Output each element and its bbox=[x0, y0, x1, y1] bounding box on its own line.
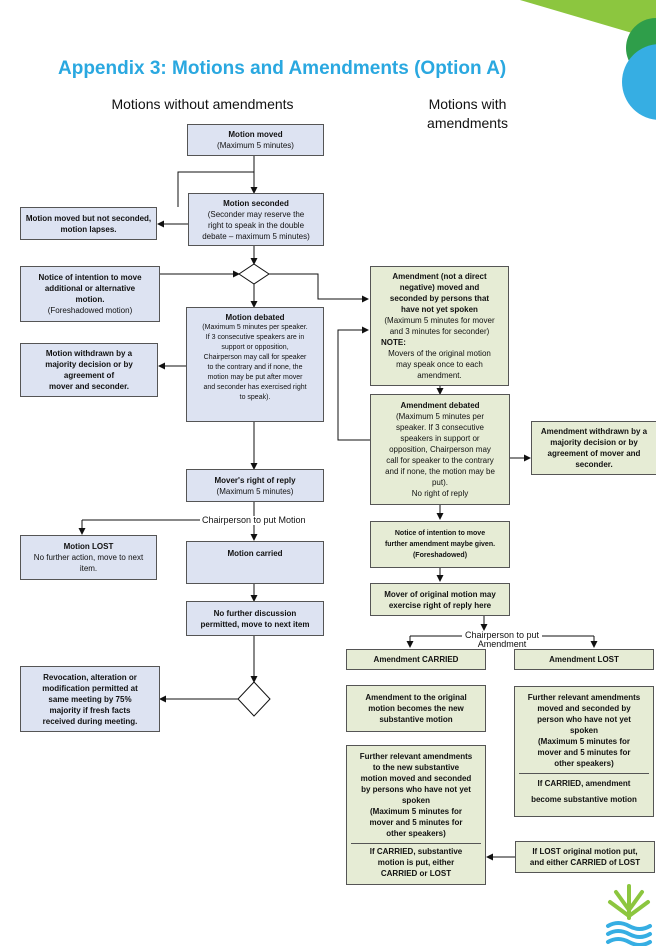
becomes-substantive-box: Amendment to the original motion becomes… bbox=[346, 685, 486, 732]
no-further-discussion-box: No further discussion permitted, move to… bbox=[186, 601, 324, 636]
leaf-wave-logo-icon bbox=[606, 884, 652, 946]
motion-withdrawn-box: Motion withdrawn by a majority decision … bbox=[20, 343, 158, 397]
revocation-box: Revocation, alteration or modification p… bbox=[20, 666, 160, 732]
motion-moved-box: Motion moved (Maximum 5 minutes) bbox=[187, 124, 324, 156]
page-title: Appendix 3: Motions and Amendments (Opti… bbox=[58, 58, 507, 79]
notice-further-amendment-box: Notice of intention to move further amen… bbox=[370, 521, 510, 568]
divider bbox=[351, 843, 481, 844]
motion-lapses-box: Motion moved but not seconded, motion la… bbox=[20, 207, 157, 240]
mover-right-of-reply-box: Mover of original motion may exercise ri… bbox=[370, 583, 510, 616]
foreshadowed-motion-box: Notice of intention to move additional o… bbox=[20, 266, 160, 322]
if-lost-original-box: If LOST original motion put, and either … bbox=[515, 841, 655, 873]
heading-motions-without-amendments: Motions without amendments bbox=[111, 96, 294, 112]
motion-carried-box: Motion carried bbox=[186, 541, 324, 584]
further-amendments-carried-box: Further relevant amendments to the new s… bbox=[346, 745, 486, 885]
amendment-moved-box: Amendment (not a direct negative) moved … bbox=[370, 266, 509, 386]
motion-debated-box: Motion debated (Maximum 5 minutes per sp… bbox=[186, 307, 324, 422]
motion-seconded-box: Motion seconded (Seconder may reserve th… bbox=[188, 193, 324, 246]
chairperson-put-amendment-label: Chairperson to put Amendment bbox=[462, 631, 542, 649]
right-of-reply-box: Mover's right of reply (Maximum 5 minute… bbox=[186, 469, 324, 502]
further-amendments-lost-box: Further relevant amendments moved and se… bbox=[514, 686, 654, 817]
amendment-lost-box: Amendment LOST bbox=[514, 649, 654, 670]
heading-motions-with-amendments: Motions with amendments bbox=[427, 96, 508, 131]
corner-decoration-icon bbox=[520, 0, 656, 120]
motion-lost-box: Motion LOST No further action, move to n… bbox=[20, 535, 157, 580]
amendment-debated-box: Amendment debated (Maximum 5 minutes per… bbox=[370, 394, 510, 505]
amendment-withdrawn-box: Amendment withdrawn by a majority decisi… bbox=[531, 421, 656, 475]
amendment-carried-box: Amendment CARRIED bbox=[346, 649, 486, 670]
divider bbox=[519, 773, 649, 774]
chairperson-put-motion-label: Chairperson to put Motion bbox=[202, 515, 306, 525]
